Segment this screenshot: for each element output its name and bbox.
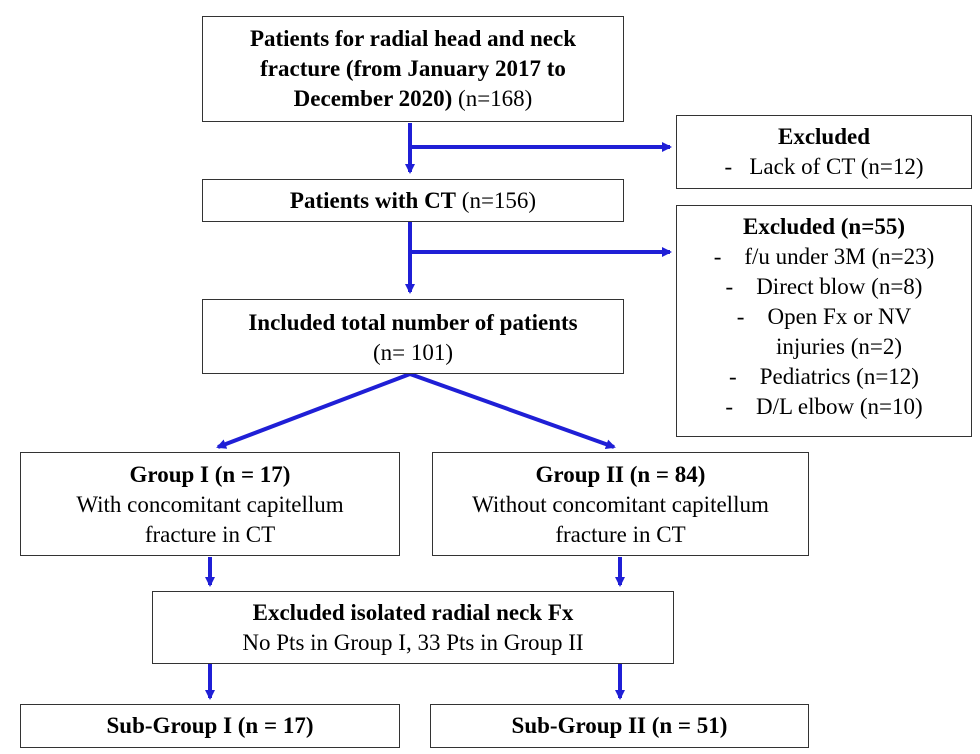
excluded2-item-2: - Direct blow (n=8) xyxy=(725,274,923,299)
start-line1: Patients for radial head and neck xyxy=(249,26,577,51)
arrow-to-group2 xyxy=(409,372,616,450)
excluded2-item-1: - f/u under 3M (n=23) xyxy=(713,244,935,269)
included-title: Included total number of patients xyxy=(248,310,578,335)
group2-box: Group II (n = 84) Without concomitant ca… xyxy=(432,452,809,556)
excluded3-title: Excluded isolated radial neck Fx xyxy=(252,600,574,625)
included-count: (n= 101) xyxy=(372,340,454,365)
start-line3-bold: December 2020) xyxy=(293,86,453,111)
excluded2-title: Excluded (n=55) xyxy=(743,214,905,239)
sub-group1-title: Sub-Group I (n = 17) xyxy=(106,713,314,738)
sub-group2-box: Sub-Group II (n = 51) xyxy=(430,704,809,748)
group1-title: Group I (n = 17) xyxy=(129,462,291,487)
sub-group2-title: Sub-Group II (n = 51) xyxy=(511,713,728,738)
excluded1-item: - Lack of CT (n=12) xyxy=(724,154,924,179)
excluded1-title: Excluded xyxy=(777,124,871,149)
excluded2-box: Excluded (n=55) - f/u under 3M (n=23) - … xyxy=(676,205,972,437)
group2-title: Group II (n = 84) xyxy=(535,462,706,487)
excluded2-item-4: - Pediatrics (n=12) xyxy=(729,364,919,389)
excluded2-item-3-cont: injuries (n=2) xyxy=(775,334,903,359)
excluded1-box: Excluded - Lack of CT (n=12) xyxy=(676,115,972,189)
start-box: Patients for radial head and neck fractu… xyxy=(202,16,624,122)
excluded3-line: No Pts in Group I, 33 Pts in Group II xyxy=(242,630,584,655)
group1-line1: With concomitant capitellum xyxy=(76,492,344,517)
start-line3-rest: (n=168) xyxy=(458,86,533,111)
sub-group1-box: Sub-Group I (n = 17) xyxy=(20,704,400,748)
group2-line2: fracture in CT xyxy=(555,522,686,547)
start-line2: fracture (from January 2017 to xyxy=(260,56,566,81)
arrow-to-group1 xyxy=(216,372,411,449)
included-box: Included total number of patients (n= 10… xyxy=(202,299,624,374)
group1-line2: fracture in CT xyxy=(144,522,276,547)
with-ct-box: Patients with CT (n=156) xyxy=(202,179,624,222)
with-ct-bold: Patients with CT xyxy=(289,188,457,213)
excluded2-item-3: - Open Fx or NV xyxy=(736,304,912,329)
with-ct-rest: (n=156) xyxy=(461,188,537,213)
group2-line1: Without concomitant capitellum xyxy=(472,492,769,517)
group1-box: Group I (n = 17) With concomitant capite… xyxy=(20,452,400,556)
excluded3-box: Excluded isolated radial neck Fx No Pts … xyxy=(152,591,674,664)
excluded2-item-5: - D/L elbow (n=10) xyxy=(725,394,923,419)
